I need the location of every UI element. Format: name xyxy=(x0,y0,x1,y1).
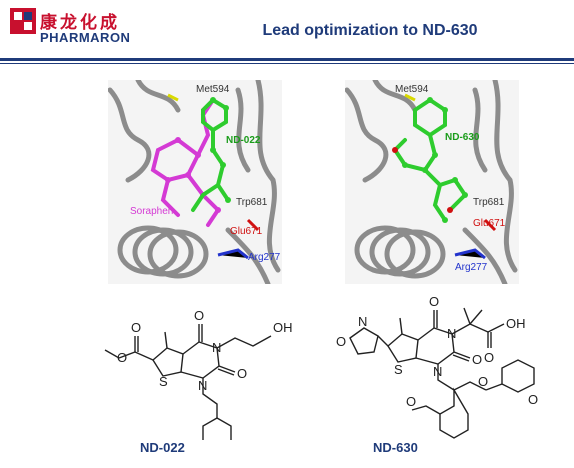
label-glu671: Glu671 xyxy=(230,226,263,237)
atom-o: O xyxy=(237,366,247,381)
label-trp681: Trp681 xyxy=(473,197,505,208)
atom-o: O xyxy=(194,308,204,323)
nd022-caption: ND-022 xyxy=(140,440,185,455)
nd630-caption: ND-630 xyxy=(373,440,418,455)
atom-n: N xyxy=(212,340,221,355)
label-met594: Met594 xyxy=(196,84,230,95)
label-nd630: ND-630 xyxy=(445,132,480,143)
atom-o: O xyxy=(484,350,494,365)
atom-n: N xyxy=(198,378,207,393)
nd630-binding-pocket-image: Met594 ND-630 Trp681 Glu671 Arg277 xyxy=(345,80,519,284)
nd630-structure-drawing: O N O N N S O O OH O O O xyxy=(336,294,538,439)
nd022-binding-pocket-image: Met594 ND-022 Trp681 Soraphen Glu671 Arg… xyxy=(108,80,282,284)
atom-o: O xyxy=(406,394,416,409)
atom-o: O xyxy=(478,374,488,389)
logo-english-text: PHARMARON xyxy=(40,30,131,45)
header-divider-thin xyxy=(0,63,574,64)
atom-n: N xyxy=(447,326,456,341)
atom-o: O xyxy=(131,320,141,335)
label-soraphen: Soraphen xyxy=(130,206,173,217)
label-arg277: Arg277 xyxy=(455,262,488,273)
atom-oh: OH xyxy=(273,320,293,335)
label-trp681: Trp681 xyxy=(236,197,268,208)
atom-oh: OH xyxy=(506,316,526,331)
label-arg277: Arg277 xyxy=(248,252,281,263)
nd022-structure-drawing: O O N N S O O OH xyxy=(104,308,293,440)
atom-o: O xyxy=(472,352,482,367)
atom-o: O xyxy=(117,350,127,365)
atom-s: S xyxy=(159,374,168,389)
label-met594: Met594 xyxy=(395,84,429,95)
pharmaron-logo-icon xyxy=(10,8,36,34)
logo-chinese-text: 康龙化成 xyxy=(40,13,120,33)
atom-n: N xyxy=(358,314,367,329)
atom-o: O xyxy=(336,334,346,349)
label-glu671: Glu671 xyxy=(473,218,506,229)
atom-o: O xyxy=(528,392,538,407)
atom-o: O xyxy=(429,294,439,309)
label-nd022: ND-022 xyxy=(226,135,261,146)
header-divider xyxy=(0,58,574,61)
atom-s: S xyxy=(394,362,403,377)
slide-title: Lead optimization to ND-630 xyxy=(262,22,478,39)
atom-n: N xyxy=(433,364,442,379)
